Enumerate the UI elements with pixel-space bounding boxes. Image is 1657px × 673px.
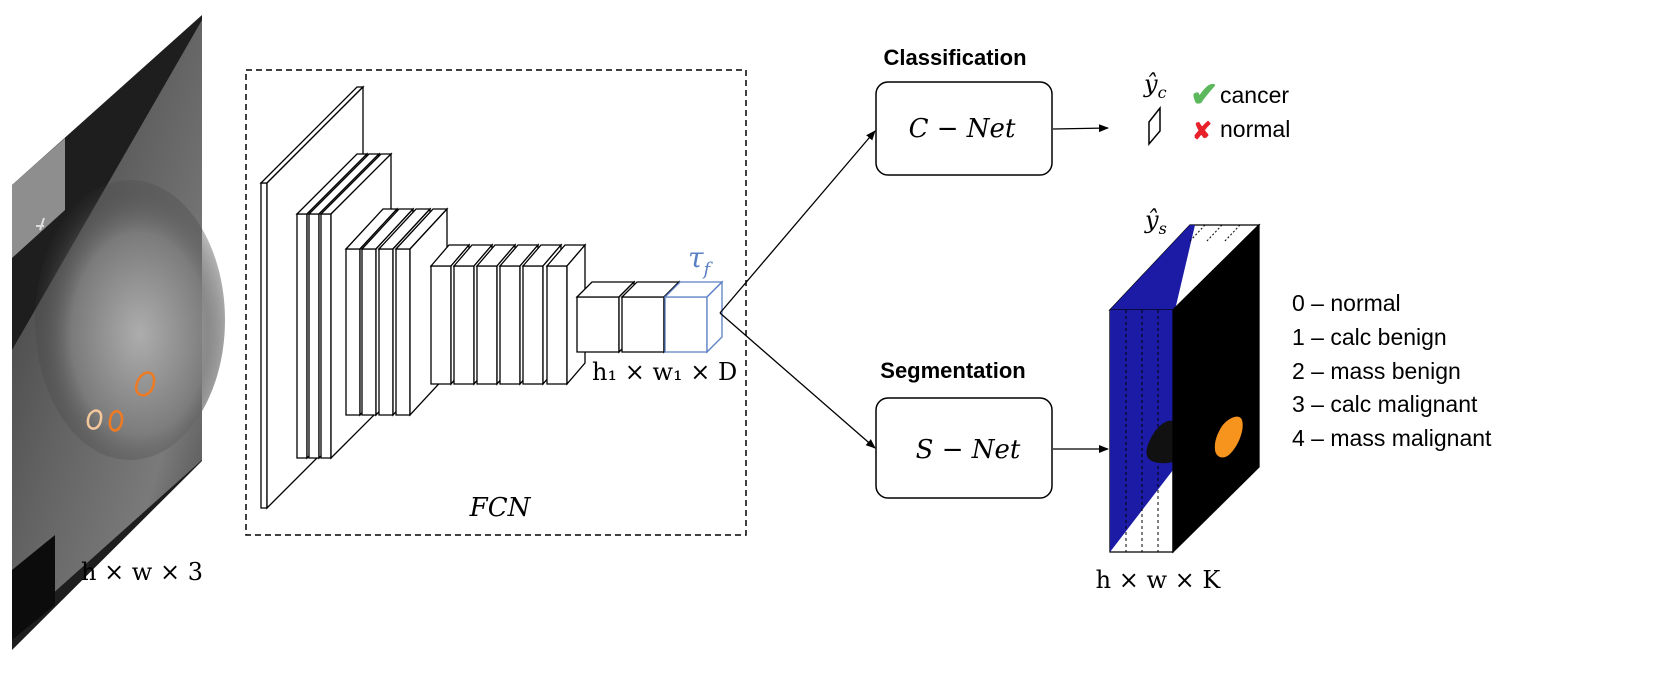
fcn-layer (430, 265, 452, 385)
class-item: 0 – normal (1292, 290, 1401, 316)
lesion-mask (1214, 416, 1243, 458)
roi-contour (86, 409, 103, 430)
class-item: 1 – calc benign (1292, 324, 1447, 350)
input-mammogram-image (12, 15, 225, 650)
fcn-dashed-box (245, 69, 747, 536)
arrow-to-yc (1052, 124, 1109, 133)
segmentation-class-legend: 0 – normal 1 – calc benign 2 – mass beni… (1292, 290, 1492, 451)
fcn-layer-cube (621, 296, 665, 353)
c-net-label: C − Net (909, 114, 1016, 144)
arrow-to-c-net (719, 130, 876, 314)
class-item: 2 – mass benign (1292, 358, 1461, 384)
class-item: 3 – calc malignant (1292, 391, 1478, 417)
ys-symbol: ŷs (1144, 206, 1167, 238)
c-net-box (875, 81, 1053, 176)
image-label-patch (12, 138, 65, 258)
result-normal-label: normal (1220, 116, 1290, 142)
classification-heading: Classification (883, 45, 1026, 70)
fcn-layer (296, 213, 308, 459)
yc-vector-icon (1148, 105, 1161, 147)
fcn-label: FCN (469, 493, 532, 523)
arrow-to-s-net (719, 312, 876, 449)
roi-contour (134, 371, 156, 397)
segmentation-heading: Segmentation (880, 358, 1025, 383)
fcn-layer (308, 213, 320, 459)
fcn-layer (522, 265, 544, 385)
input-dim-label: h × w × 3 (81, 558, 203, 586)
fcn-layer-input (260, 182, 268, 509)
feature-block (664, 296, 708, 353)
feature-block-side (706, 280, 723, 354)
result-cancer-label: cancer (1220, 82, 1289, 108)
roi-contour (108, 410, 124, 432)
segmentation-output-volume (1108, 223, 1261, 554)
fcn-layer (378, 248, 394, 416)
fcn-layer-stack (259, 85, 724, 510)
fcn-layer (476, 265, 498, 385)
checkmark-icon: ✔ (1190, 76, 1219, 114)
fcn-layer (499, 265, 521, 385)
fcn-layer (395, 248, 411, 416)
s-net-box (875, 397, 1053, 499)
fcn-layer (546, 265, 568, 385)
feature-symbol: τf (688, 241, 714, 280)
yc-symbol: ŷc (1143, 70, 1167, 102)
fcn-layer (320, 213, 332, 459)
feature-dim-label: h₁ × w₁ × D (592, 358, 737, 386)
class-item: 4 – mass malignant (1292, 425, 1492, 451)
fcn-layer-cube (576, 296, 620, 353)
seg-dim-label: h × w × K (1096, 566, 1222, 594)
fcn-layer (361, 248, 377, 416)
s-net-label: S − Net (916, 435, 1021, 465)
cross-icon: ✘ (1192, 118, 1212, 145)
fcn-layer (453, 265, 475, 385)
fcn-layer (345, 248, 361, 416)
